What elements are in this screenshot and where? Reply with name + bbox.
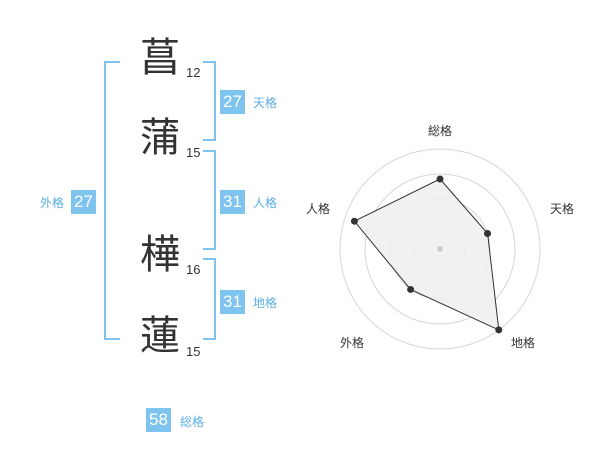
radar-point-4 (350, 217, 358, 225)
jinkaku-label: 人格 (253, 196, 278, 210)
tenkaku-label: 天格 (253, 96, 278, 110)
radar-axis-label-soukaku: 総格 (428, 124, 453, 138)
name-char-2: 蒲 (140, 115, 180, 161)
gaikaku-value: 27 (71, 190, 96, 214)
stroke-count-2: 15 (186, 145, 201, 160)
radar-series-polygon (353, 178, 500, 331)
name-char-1: 菖 (140, 35, 180, 81)
radar-axis-label-jinkaku: 人格 (306, 202, 331, 216)
tenkaku-bracket (203, 61, 216, 141)
stroke-count-1: 12 (186, 65, 201, 80)
soukaku-label: 総格 (180, 415, 205, 429)
radar-ring-3 (364, 173, 516, 325)
name-char-3: 樺 (140, 232, 180, 278)
chikaku-label: 地格 (253, 296, 278, 310)
name-char-4: 蓮 (140, 313, 180, 359)
radar-axis-label-tenkaku: 天格 (550, 202, 575, 216)
gaikaku-label: 外格 (40, 196, 65, 210)
radar-point-1 (484, 230, 492, 238)
jinkaku-bracket (203, 150, 216, 250)
radar-point-0 (436, 175, 444, 183)
soukaku-value: 58 (146, 408, 171, 432)
radar-axis-label-chikaku: 地格 (511, 336, 536, 350)
stroke-count-4: 15 (186, 344, 201, 359)
stroke-count-3: 16 (186, 262, 201, 277)
chikaku-bracket (203, 258, 216, 340)
radar-points (350, 175, 503, 334)
chikaku-value: 31 (220, 290, 245, 314)
gaikaku-bracket (104, 61, 120, 340)
radar-point-3 (407, 285, 415, 293)
jinkaku-value: 31 (220, 190, 245, 214)
radar-point-2 (495, 326, 503, 334)
radar-center-dot (437, 246, 443, 252)
tenkaku-value: 27 (220, 90, 245, 114)
radar-axis-label-gaikaku: 外格 (340, 336, 365, 350)
radar-ring-4 (339, 148, 541, 350)
